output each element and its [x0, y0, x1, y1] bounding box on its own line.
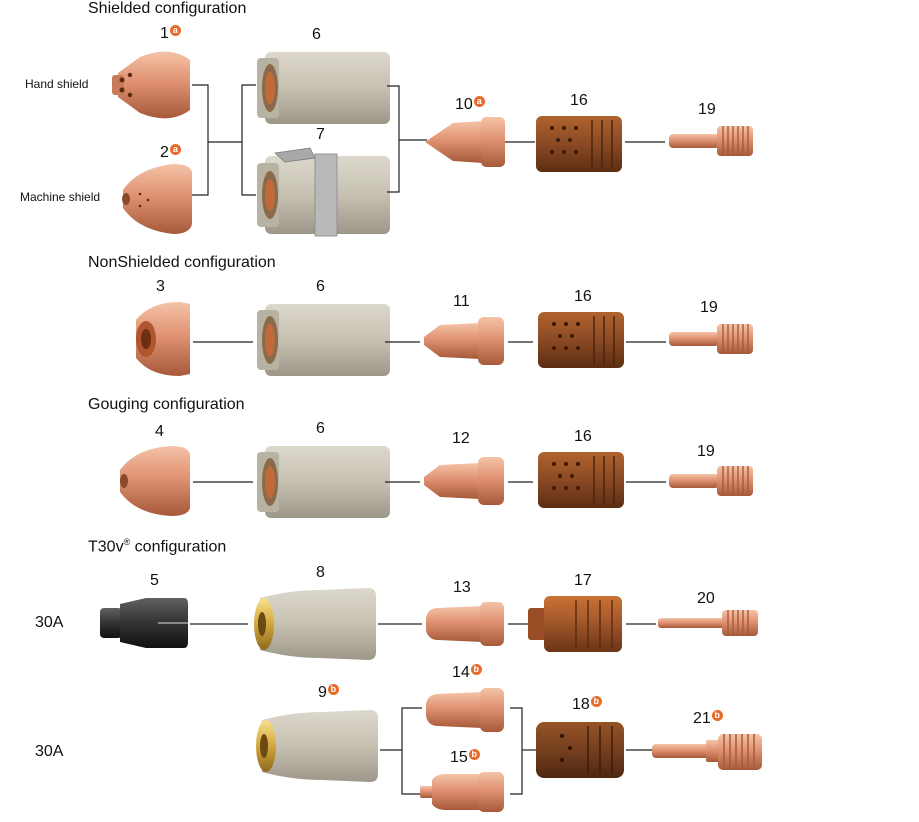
gouging-shield-part-image: [120, 446, 190, 516]
nonshielded-title: NonShielded configuration: [88, 254, 276, 271]
part-number-7: 7: [316, 126, 325, 143]
part-number-16: 16: [574, 428, 592, 445]
electrode-part-image: [669, 466, 753, 496]
connector-line: [385, 481, 420, 483]
badge-a: a: [473, 96, 485, 107]
gouging-nozzle-part-image: [424, 457, 504, 505]
t30v-electrode-part-image: [652, 734, 762, 770]
nozzle-part-image: [424, 317, 504, 365]
deflector-part-image: [136, 302, 190, 376]
electrode-part-image: [669, 324, 753, 354]
gouging-title: Gouging configuration: [88, 396, 245, 413]
hand-shield-label: Hand shield: [25, 77, 89, 91]
t30v-retaining-cap-part-image: [254, 588, 376, 660]
badge-b: b: [327, 684, 339, 695]
connector-line: [508, 623, 528, 625]
part-number-19: 19: [697, 443, 715, 460]
connector-line: [508, 481, 533, 483]
machine-shield-label: Machine shield: [20, 190, 101, 204]
connector-line: [505, 141, 535, 143]
t30v-nozzle-part-image: [426, 602, 504, 646]
electrode-part-image: [669, 126, 753, 156]
part-number-20: 20: [697, 590, 715, 607]
connector-line: [193, 341, 253, 343]
part-number-19: 19: [700, 299, 718, 316]
connector-bracket: [510, 707, 536, 795]
connector-line: [190, 623, 248, 625]
nozzle-part-image: [425, 117, 505, 167]
swirl-ring-part-image: [538, 452, 624, 508]
connector-line: [625, 141, 665, 143]
black-shield-part-image: [100, 598, 188, 648]
hand-shield-part-image: [112, 51, 190, 119]
badge-a: a: [169, 25, 181, 36]
retaining-cap-part-image: [257, 446, 390, 518]
part-number-4: 4: [155, 423, 164, 440]
t30v-retaining-cap-part-image: [256, 710, 378, 782]
connector-line: [508, 341, 533, 343]
part-number-16: 16: [570, 92, 588, 109]
retaining-cap-part-image: [257, 52, 390, 124]
part-number-3: 3: [156, 278, 165, 295]
connector-line: [626, 341, 666, 343]
part-number-19: 19: [698, 101, 716, 118]
part-number-13: 13: [453, 579, 471, 596]
swirl-ring-part-image: [536, 116, 622, 172]
part-number-12: 12: [452, 430, 470, 447]
part-number-16: 16: [574, 288, 592, 305]
amperage-label-row-1: 30A: [35, 614, 64, 631]
amperage-label-row-2: 30A: [35, 743, 64, 760]
connector-bracket: [192, 84, 256, 196]
connector-line: [193, 481, 253, 483]
badge-b: b: [468, 749, 480, 760]
t30v-nozzle-part-image: [426, 688, 504, 732]
t30v-title: T30v® configuration: [88, 537, 227, 556]
connector-line: [378, 623, 422, 625]
connector-bracket: [387, 85, 427, 193]
t30v-swirl-ring-part-image: [536, 722, 624, 778]
part-number-6: 6: [316, 278, 325, 295]
retaining-cap-part-image: [257, 304, 390, 376]
machine-shield-part-image: [122, 164, 192, 234]
connector-line: [626, 623, 656, 625]
swirl-ring-part-image: [538, 312, 624, 368]
shielded-title: Shielded configuration: [88, 0, 247, 17]
badge-b: b: [711, 710, 723, 721]
part-number-5: 5: [150, 572, 159, 589]
connector-line: [626, 481, 666, 483]
badge-b: b: [590, 696, 602, 707]
part-number-6: 6: [312, 26, 321, 43]
connector-bracket: [380, 707, 422, 795]
t30v-fine-cut-nozzle-part-image: [420, 772, 504, 812]
retaining-cap-with-ohmic-clip-part-image: [257, 147, 390, 237]
part-number-6: 6: [316, 420, 325, 437]
badge-b: b: [470, 664, 482, 675]
connector-line: [626, 749, 652, 751]
part-number-8: 8: [316, 564, 325, 581]
t30v-electrode-part-image: [658, 610, 758, 636]
part-number-11: 11: [453, 293, 470, 310]
badge-a: a: [169, 144, 181, 155]
connector-line: [385, 341, 420, 343]
t30v-swirl-ring-part-image: [528, 596, 622, 652]
part-number-17: 17: [574, 572, 592, 589]
